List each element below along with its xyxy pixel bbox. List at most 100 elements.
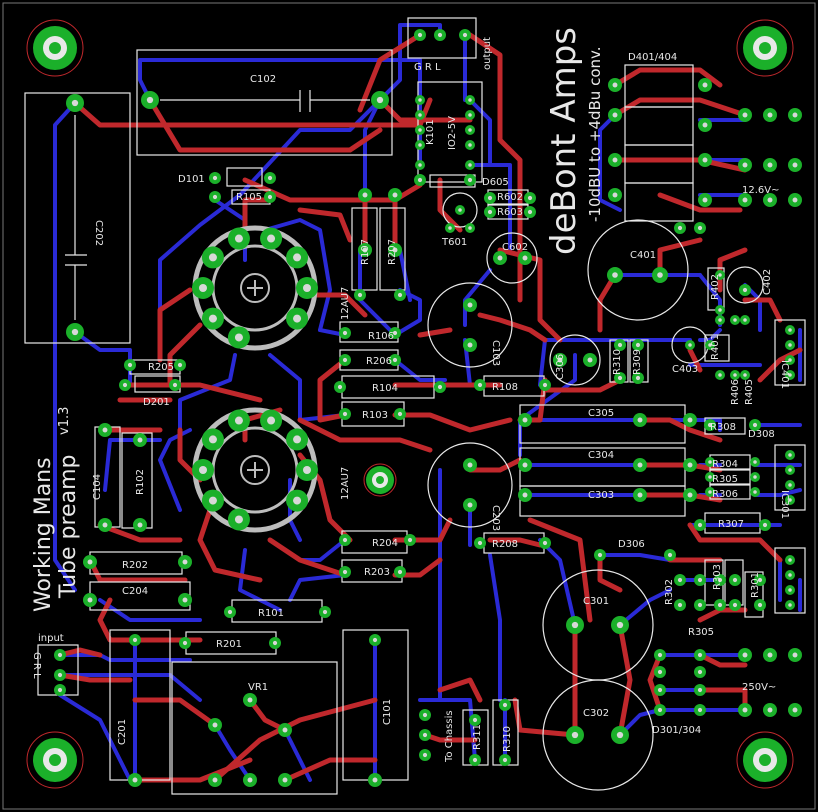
pad-hole bbox=[392, 330, 398, 336]
part-label-c102: C102 bbox=[250, 74, 276, 85]
pad-hole bbox=[182, 559, 188, 565]
pad-hole bbox=[788, 468, 792, 472]
pad-hole bbox=[697, 577, 703, 583]
tube-pin-hole bbox=[267, 416, 276, 425]
part-label-r202: R202 bbox=[122, 560, 148, 571]
pad-hole bbox=[702, 197, 708, 203]
pad-hole bbox=[702, 157, 708, 163]
top-copper-layer bbox=[57, 32, 803, 783]
tube-pin-hole bbox=[208, 496, 217, 505]
part-label-r102: R102 bbox=[135, 469, 146, 495]
pad-hole bbox=[418, 98, 422, 102]
pad-hole bbox=[697, 669, 703, 675]
pad-hole bbox=[702, 122, 708, 128]
pad-hole bbox=[57, 652, 63, 658]
tube-pin-hole bbox=[267, 234, 276, 243]
pad-hole bbox=[502, 702, 508, 708]
pad-hole bbox=[467, 462, 473, 468]
pad-hole bbox=[247, 777, 253, 783]
pad-hole bbox=[57, 672, 63, 678]
pad-hole bbox=[362, 192, 368, 198]
vr1-outline bbox=[171, 661, 338, 795]
part-label-c304: C304 bbox=[588, 450, 614, 461]
pad-hole bbox=[342, 537, 348, 543]
tube-pin-hole bbox=[208, 314, 217, 323]
pad-hole bbox=[788, 358, 792, 362]
part-label-r203: R203 bbox=[364, 567, 390, 578]
part-label-r311: R311 bbox=[472, 724, 483, 750]
pad-hole bbox=[742, 162, 748, 168]
part-label-ic401: IC401 bbox=[779, 360, 790, 389]
pad-hole bbox=[637, 417, 643, 423]
pad-hole bbox=[687, 492, 693, 498]
pad-hole bbox=[788, 498, 792, 502]
pad-hole bbox=[487, 209, 493, 215]
pad-hole bbox=[677, 602, 683, 608]
pad-hole bbox=[437, 384, 443, 390]
pad-hole bbox=[472, 717, 478, 723]
part-label-c402: C402 bbox=[762, 269, 773, 295]
pad-hole bbox=[792, 707, 798, 713]
part-label-r302: R302 bbox=[664, 579, 675, 605]
part-label-r207: R207 bbox=[387, 239, 398, 265]
mounting-holes bbox=[26, 19, 794, 789]
part-label-d308: D308 bbox=[748, 429, 775, 440]
part-label-r306: R306 bbox=[712, 489, 738, 500]
part-label-r305b: R305 bbox=[688, 627, 714, 638]
pad-hole bbox=[487, 195, 493, 201]
part-label-r208: R208 bbox=[492, 539, 518, 550]
part-label-r402: R402 bbox=[710, 274, 721, 300]
part-label-r104: R104 bbox=[372, 383, 398, 394]
pad-hole bbox=[177, 362, 183, 368]
pad-hole bbox=[788, 343, 792, 347]
pad-hole bbox=[372, 777, 378, 783]
tube-pin-hole bbox=[208, 253, 217, 262]
part-label-r307: R307 bbox=[718, 519, 744, 530]
version-label: v1.3 bbox=[57, 407, 72, 435]
pad-hole bbox=[657, 652, 663, 658]
part-label-c401: C401 bbox=[630, 250, 656, 261]
tube-pin-hole bbox=[234, 416, 243, 425]
part-label-c203: C203 bbox=[490, 505, 501, 531]
pad-hole bbox=[522, 462, 528, 468]
pad-hole bbox=[122, 382, 128, 388]
mounting-hole-ring bbox=[736, 731, 794, 789]
pad-hole bbox=[688, 343, 692, 347]
pad-hole bbox=[792, 162, 798, 168]
pad-hole bbox=[397, 569, 403, 575]
pad-hole bbox=[87, 597, 93, 603]
pad-hole bbox=[212, 722, 218, 728]
part-label-d306: D306 bbox=[618, 539, 645, 550]
pad-hole bbox=[717, 602, 723, 608]
pad-hole bbox=[677, 577, 683, 583]
tube-pin-hole bbox=[234, 234, 243, 243]
pad-hole bbox=[612, 157, 618, 163]
pad-hole bbox=[792, 197, 798, 203]
mounting-hole-center bbox=[759, 754, 771, 766]
pad-hole bbox=[708, 475, 712, 479]
pad-hole bbox=[732, 577, 738, 583]
pad-hole bbox=[182, 597, 188, 603]
part-label-r105: R105 bbox=[236, 192, 262, 203]
pad-hole bbox=[357, 292, 363, 298]
pad-hole bbox=[342, 569, 348, 575]
pad-hole bbox=[742, 652, 748, 658]
pad-hole bbox=[342, 357, 348, 363]
pad-hole bbox=[612, 112, 618, 118]
pad-hole bbox=[657, 669, 663, 675]
pad-hole bbox=[635, 342, 641, 348]
pad-hole bbox=[697, 687, 703, 693]
mounting-hole-center bbox=[759, 42, 771, 54]
pad-hole bbox=[467, 342, 473, 348]
pad-hole bbox=[697, 602, 703, 608]
tube-pin-hole bbox=[303, 284, 311, 292]
pad-hole bbox=[597, 552, 603, 558]
part-label-r406: R406 bbox=[730, 379, 741, 405]
part-label-r204: R204 bbox=[372, 538, 398, 549]
side-title-1: Working Mans bbox=[31, 457, 56, 612]
part-label-r308: R308 bbox=[710, 422, 736, 433]
mounting-hole-center bbox=[376, 476, 384, 484]
pad-hole bbox=[212, 194, 218, 200]
pad-hole bbox=[697, 707, 703, 713]
